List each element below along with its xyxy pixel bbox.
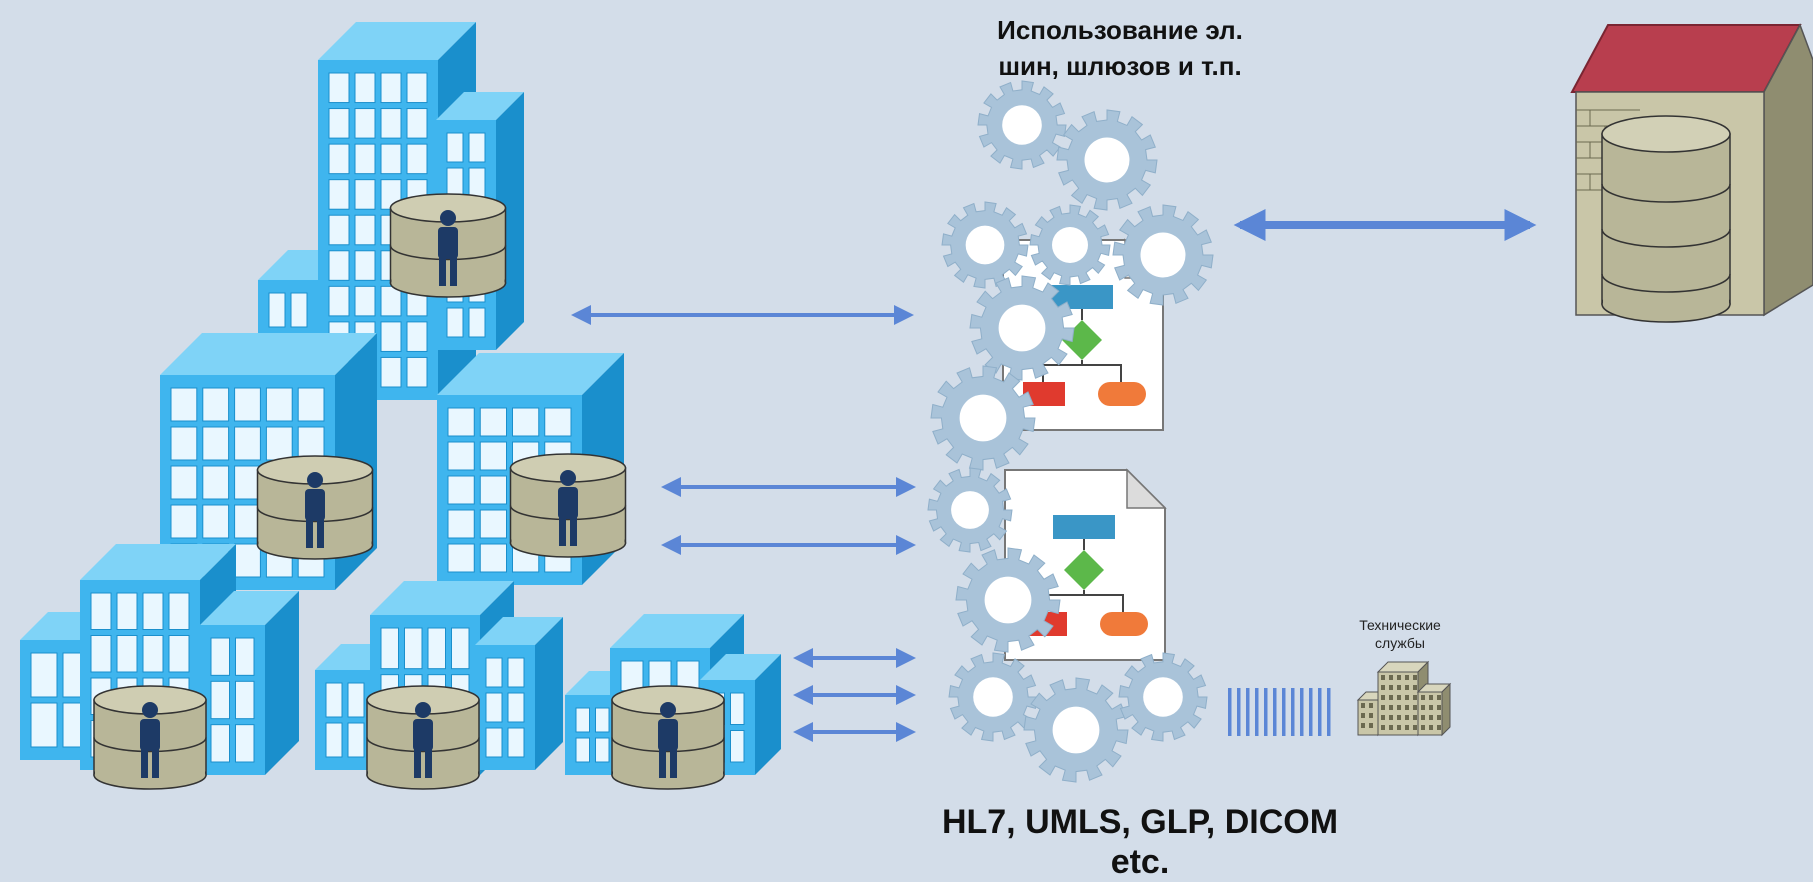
standards-label-line1: HL7, UMLS, GLP, DICOM [941, 803, 1339, 841]
gear-icon [1118, 652, 1208, 742]
database-icon [93, 685, 207, 790]
technical-services-label-line1: Технические [1359, 617, 1441, 633]
local-databases-group [93, 193, 725, 790]
technical-services-building-icon [1356, 660, 1452, 737]
person-icon [558, 470, 578, 546]
database-icon [366, 685, 480, 790]
database-icon [509, 453, 627, 558]
gear-icon [1112, 204, 1214, 306]
person-icon [413, 702, 433, 778]
gear-icon [927, 467, 1013, 553]
gear-icon [969, 275, 1075, 381]
gear-icon [941, 201, 1029, 289]
person-icon [140, 702, 160, 778]
integration-bus-label-line1: Использование эл. [997, 15, 1243, 45]
building-icon [200, 591, 299, 775]
gear-icon [977, 80, 1067, 170]
gear-icon [930, 365, 1036, 471]
exchange-arrows-group [571, 209, 1537, 742]
technical-services-label-line2: службы [1375, 635, 1425, 651]
standards-label-line2: etc. [1110, 843, 1170, 881]
gear-icon [1056, 109, 1158, 211]
person-icon [658, 702, 678, 778]
gear-icon [1023, 677, 1129, 783]
standards-label: HL7, UMLS, GLP, DICOM etc. [860, 802, 1420, 882]
gears-group [927, 80, 1214, 783]
building-icon [700, 654, 781, 775]
central-archive [1570, 23, 1813, 323]
building-icon [475, 617, 563, 770]
integration-bus-label: Использование эл. шин, шлюзов и т.п. [880, 12, 1360, 84]
gear-icon [955, 547, 1061, 653]
archive-database-icon [1601, 115, 1731, 323]
database-icon [256, 455, 374, 560]
database-icon [389, 193, 507, 298]
gear-icon [948, 652, 1038, 742]
gear-icon [1029, 204, 1111, 286]
integration-bus-label-line2: шин, шлюзов и т.п. [998, 51, 1242, 81]
person-icon [438, 210, 458, 286]
barcode-lines-icon [1228, 688, 1331, 736]
technical-services-label: Технические службы [1330, 616, 1470, 652]
hospital-buildings-group [20, 22, 781, 775]
person-icon [305, 472, 325, 548]
database-icon [611, 685, 725, 790]
